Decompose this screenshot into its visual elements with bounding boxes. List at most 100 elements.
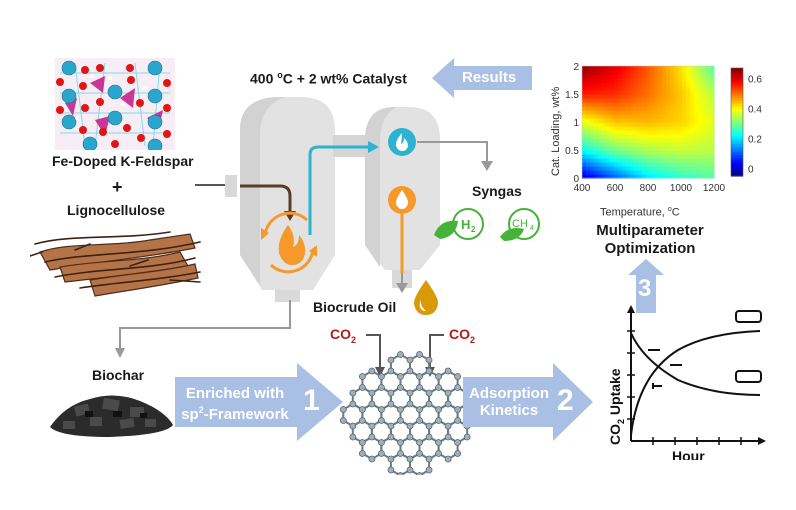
heatmap-cell — [618, 130, 623, 135]
heatmap-cell — [710, 98, 715, 103]
heatmap-cell — [590, 166, 595, 171]
heatmap-cell — [682, 122, 687, 127]
heatmap-cell — [686, 130, 691, 135]
heatmap-cell — [694, 142, 699, 147]
heatmap-cell — [642, 162, 647, 167]
heatmap-cell — [662, 82, 667, 87]
heatmap-cell — [662, 134, 667, 139]
carbon-atom — [406, 466, 414, 474]
heatmap-cell — [634, 70, 639, 75]
heatmap-cell — [602, 110, 607, 115]
heatmap-cell — [650, 70, 655, 75]
heatmap-cell — [690, 162, 695, 167]
heatmap-cell — [642, 102, 647, 107]
carbon-atom — [425, 466, 433, 474]
heatmap-cell — [598, 158, 603, 163]
heatmap-cell — [590, 134, 595, 139]
heatmap-cell — [678, 130, 683, 135]
heatmap-cell — [634, 122, 639, 127]
heatmap-cell — [618, 66, 623, 71]
heatmap-cell — [658, 78, 663, 83]
heatmap-cell — [694, 162, 699, 167]
heatmap-cell — [638, 114, 643, 119]
heatmap-cell — [650, 134, 655, 139]
heatmap-cell — [698, 130, 703, 135]
ch4-text: CH — [512, 218, 528, 230]
heatmap-cell — [670, 158, 675, 163]
heatmap-cell — [674, 146, 679, 151]
heatmap-cell — [710, 146, 715, 151]
feldspar-structure-image — [55, 58, 175, 154]
colorbar-segment — [731, 127, 743, 131]
heatmap-cell — [622, 102, 627, 107]
colorbar-segment — [731, 81, 743, 85]
carbon-atom — [378, 384, 385, 391]
heatmap-cell — [618, 138, 623, 143]
heatmap-cell — [710, 66, 715, 71]
carbon-atom — [425, 356, 433, 364]
heatmap-cell — [634, 166, 639, 171]
xlabel-unit: C — [671, 206, 680, 219]
carbon-atom — [339, 417, 347, 424]
heatmap-cell — [698, 142, 703, 147]
heatmap-cell — [626, 166, 631, 171]
heatmap-cell — [634, 118, 639, 123]
heatmap-cell — [682, 138, 687, 143]
heatmap-cell — [686, 74, 691, 79]
heatmap-cell — [586, 102, 591, 107]
heatmap-cell — [706, 66, 711, 71]
carbon-atom — [387, 466, 395, 474]
carbon-atom — [358, 417, 366, 424]
heatmap-cell — [698, 94, 703, 99]
heatmap-cell — [706, 162, 711, 167]
heatmap-cell — [678, 170, 683, 175]
heatmap-cell — [710, 154, 715, 159]
colorbar-segment — [731, 154, 743, 158]
heatmap-cell — [642, 110, 647, 115]
colorbar-ticks: 00.20.40.6 — [748, 75, 762, 176]
heatmap-cell — [610, 150, 615, 155]
heatmap-cell — [630, 114, 635, 119]
heatmap-cell — [670, 102, 675, 107]
heatmap-cell — [690, 66, 695, 71]
heatmap-cell — [674, 154, 679, 159]
heatmap-cell — [618, 122, 623, 127]
heatmap-cell — [690, 110, 695, 115]
heatmap-cell — [614, 170, 619, 175]
heatmap-cell — [670, 94, 675, 99]
heatmap-cell — [602, 166, 607, 171]
carbon-atom — [358, 450, 366, 457]
heatmap-cell — [650, 98, 655, 103]
colorbar-segment — [731, 146, 743, 150]
heatmap-cell — [646, 110, 651, 115]
y-tick-label: 0 — [573, 174, 579, 185]
carbon-atom — [339, 406, 347, 413]
heatmap-cell — [634, 130, 639, 135]
heatmap-cell — [618, 74, 623, 79]
heatmap-cell — [658, 134, 663, 139]
heatmap-cell — [706, 118, 711, 123]
right-arrow-icon — [463, 363, 593, 441]
heatmap-cell — [646, 106, 651, 111]
lignocellulose-image — [29, 222, 205, 304]
heatmap-cell — [702, 98, 707, 103]
heatmap-cell — [642, 94, 647, 99]
heatmap-cells — [582, 66, 715, 179]
heatmap-cell — [650, 174, 655, 179]
heatmap-cell — [654, 170, 659, 175]
carbon-atom — [387, 433, 395, 441]
heatmap-cell — [610, 82, 615, 87]
heatmap-cell — [674, 138, 679, 143]
h2-subscript: 2 — [471, 225, 476, 234]
heatmap-cell — [630, 66, 635, 71]
heatmap-cell — [634, 134, 639, 139]
heatmap-cell — [598, 86, 603, 91]
heatmap-cell — [638, 82, 643, 87]
heatmap-cell — [702, 130, 707, 135]
heatmap-cell — [694, 78, 699, 83]
heatmap-cell — [602, 78, 607, 83]
heatmap-cell — [658, 74, 663, 79]
heatmap-cell — [582, 142, 587, 147]
